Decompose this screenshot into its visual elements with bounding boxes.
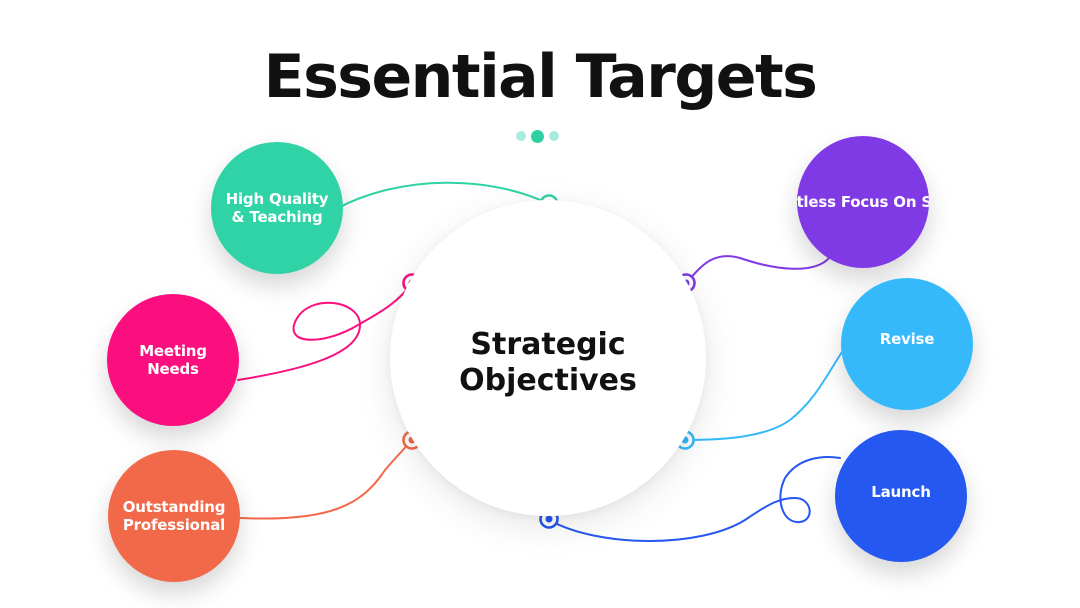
node-launch[interactable]: Launch [835,430,967,562]
node-label: Revise [879,330,935,348]
connector-meeting-needs [237,282,413,381]
pager-dots [516,129,559,143]
pager-dot-3[interactable] [549,131,559,141]
pager-dot-1[interactable] [516,131,526,141]
connector-revise [684,351,843,441]
connector-relentless-focus-on-school [685,255,831,284]
node-label: Meeting Needs [139,342,207,378]
node-label: High Quality & Teaching [225,190,329,226]
node-label: Outstanding Professional [122,498,226,534]
connector-high-quality-teaching [337,181,550,209]
page-title: Essential Targets [263,42,818,112]
node-meeting-needs[interactable]: Meeting Needs [107,294,239,426]
connector-launch [548,456,841,542]
node-label: Relentless Focus On School [797,193,929,211]
connector-outstanding-professional [239,439,413,520]
node-relentless-focus-on-school[interactable]: Relentless Focus On School [797,136,929,268]
node-revise[interactable]: Revise [841,278,973,410]
node-outstanding-professional[interactable]: Outstanding Professional [108,450,240,582]
central-hub: Strategic Objectives [390,200,706,516]
node-label: Launch [871,483,931,501]
pager-dot-2[interactable] [531,129,544,143]
hub-label: Strategic Objectives [459,327,637,398]
node-high-quality-teaching[interactable]: High Quality & Teaching [211,142,343,274]
